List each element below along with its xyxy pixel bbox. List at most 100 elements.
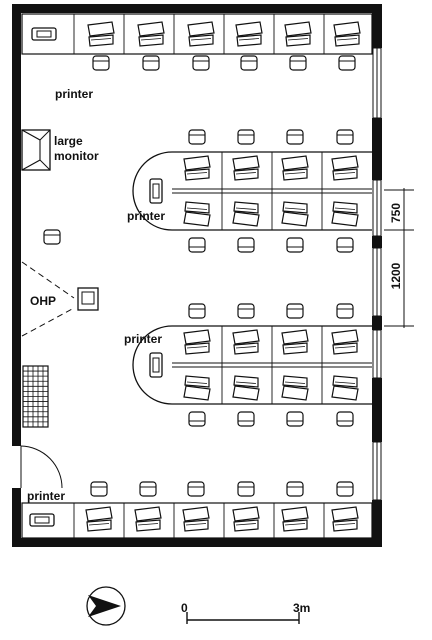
workstation bbox=[85, 506, 113, 532]
printer-tray bbox=[152, 357, 160, 373]
monitor bbox=[182, 506, 210, 522]
workstation bbox=[232, 329, 260, 355]
workstation bbox=[183, 155, 211, 181]
key-line bbox=[88, 523, 110, 526]
workstation-row-bottom bbox=[21, 481, 373, 539]
key-line bbox=[140, 38, 162, 41]
key-line bbox=[235, 346, 257, 349]
monitor bbox=[134, 506, 162, 522]
printer-tray bbox=[152, 183, 160, 199]
chair-icon bbox=[142, 55, 160, 71]
monitor bbox=[284, 21, 312, 37]
monitor bbox=[232, 506, 260, 522]
keyboard bbox=[184, 168, 210, 181]
key-line bbox=[190, 38, 212, 41]
monitor bbox=[331, 385, 359, 401]
keyboard bbox=[236, 34, 262, 47]
printer-body bbox=[149, 352, 163, 378]
workstation-row-top bbox=[21, 13, 373, 71]
chair-icon bbox=[289, 55, 307, 71]
right-windows bbox=[372, 47, 382, 501]
large-monitor-edge bbox=[39, 159, 51, 171]
monitor bbox=[333, 21, 361, 37]
monitor bbox=[331, 211, 359, 227]
chair-seat bbox=[336, 303, 354, 319]
workstation bbox=[232, 155, 260, 181]
monitor bbox=[281, 211, 309, 227]
key-line bbox=[334, 381, 356, 384]
monitor bbox=[232, 155, 260, 171]
chair-icon bbox=[286, 481, 304, 497]
chair-icon bbox=[336, 303, 354, 319]
key-line bbox=[334, 172, 356, 175]
workstation bbox=[333, 21, 361, 47]
keyboard bbox=[138, 34, 164, 47]
chair-icon bbox=[237, 411, 255, 427]
large-monitor-edge bbox=[39, 129, 51, 141]
printer-icon bbox=[31, 27, 57, 41]
key-line bbox=[235, 207, 257, 210]
chair-seat bbox=[237, 481, 255, 497]
monitor bbox=[281, 506, 309, 522]
chair-icon bbox=[188, 129, 206, 145]
workstation bbox=[134, 506, 162, 532]
chair-icon bbox=[187, 481, 205, 497]
workstation bbox=[331, 329, 359, 355]
scale-end-label: 3m bbox=[293, 601, 310, 615]
chair-seat bbox=[237, 303, 255, 319]
chair-icon bbox=[286, 303, 304, 319]
keyboard bbox=[285, 34, 311, 47]
north-arrow-icon bbox=[86, 586, 126, 626]
key-line bbox=[284, 207, 306, 210]
monitor bbox=[281, 155, 309, 171]
keyboard bbox=[233, 342, 259, 355]
key-line bbox=[287, 38, 309, 41]
chair-icon bbox=[336, 481, 354, 497]
chair-icon bbox=[240, 55, 258, 71]
printer-body bbox=[29, 513, 55, 527]
wall-left bbox=[12, 4, 21, 446]
chair-icon bbox=[43, 229, 61, 245]
ohp-label: OHP bbox=[30, 294, 56, 308]
front-equipment bbox=[21, 129, 99, 428]
keyboard bbox=[233, 201, 259, 214]
wall-right-top bbox=[372, 4, 382, 48]
workstation bbox=[281, 375, 309, 401]
chair-seat bbox=[336, 411, 354, 427]
key-line bbox=[334, 207, 356, 210]
chair-icon bbox=[92, 55, 110, 71]
pillar-right-2 bbox=[372, 236, 382, 248]
keyboard bbox=[332, 342, 358, 355]
ohp-glass bbox=[81, 291, 95, 305]
key-line bbox=[90, 38, 112, 41]
printer-label-island-upper: printer bbox=[127, 209, 165, 223]
monitor bbox=[232, 329, 260, 345]
workstation bbox=[281, 201, 309, 227]
pillar-right-3 bbox=[372, 316, 382, 330]
keyboard bbox=[233, 168, 259, 181]
monitor bbox=[85, 506, 113, 522]
monitor bbox=[331, 506, 359, 522]
chair-seat bbox=[286, 237, 304, 253]
chair-seat bbox=[338, 55, 356, 71]
dimension-label-1200: 1200 bbox=[389, 262, 403, 289]
chair-seat bbox=[237, 129, 255, 145]
monitor bbox=[331, 155, 359, 171]
workstation bbox=[331, 155, 359, 181]
ohp-projection-line bbox=[21, 261, 75, 299]
keyboard bbox=[184, 342, 210, 355]
chair-seat bbox=[188, 411, 206, 427]
scale-start-label: 0 bbox=[181, 601, 188, 615]
pillar-right-4 bbox=[372, 378, 382, 442]
key-line bbox=[137, 523, 159, 526]
monitor bbox=[87, 21, 115, 37]
key-line bbox=[284, 346, 306, 349]
wall-left-lower bbox=[12, 488, 21, 547]
scale-bar bbox=[186, 612, 300, 624]
keyboard bbox=[183, 519, 209, 532]
key-line bbox=[235, 172, 257, 175]
workstation bbox=[232, 506, 260, 532]
keyboard bbox=[332, 201, 358, 214]
island-desk bbox=[132, 325, 372, 405]
